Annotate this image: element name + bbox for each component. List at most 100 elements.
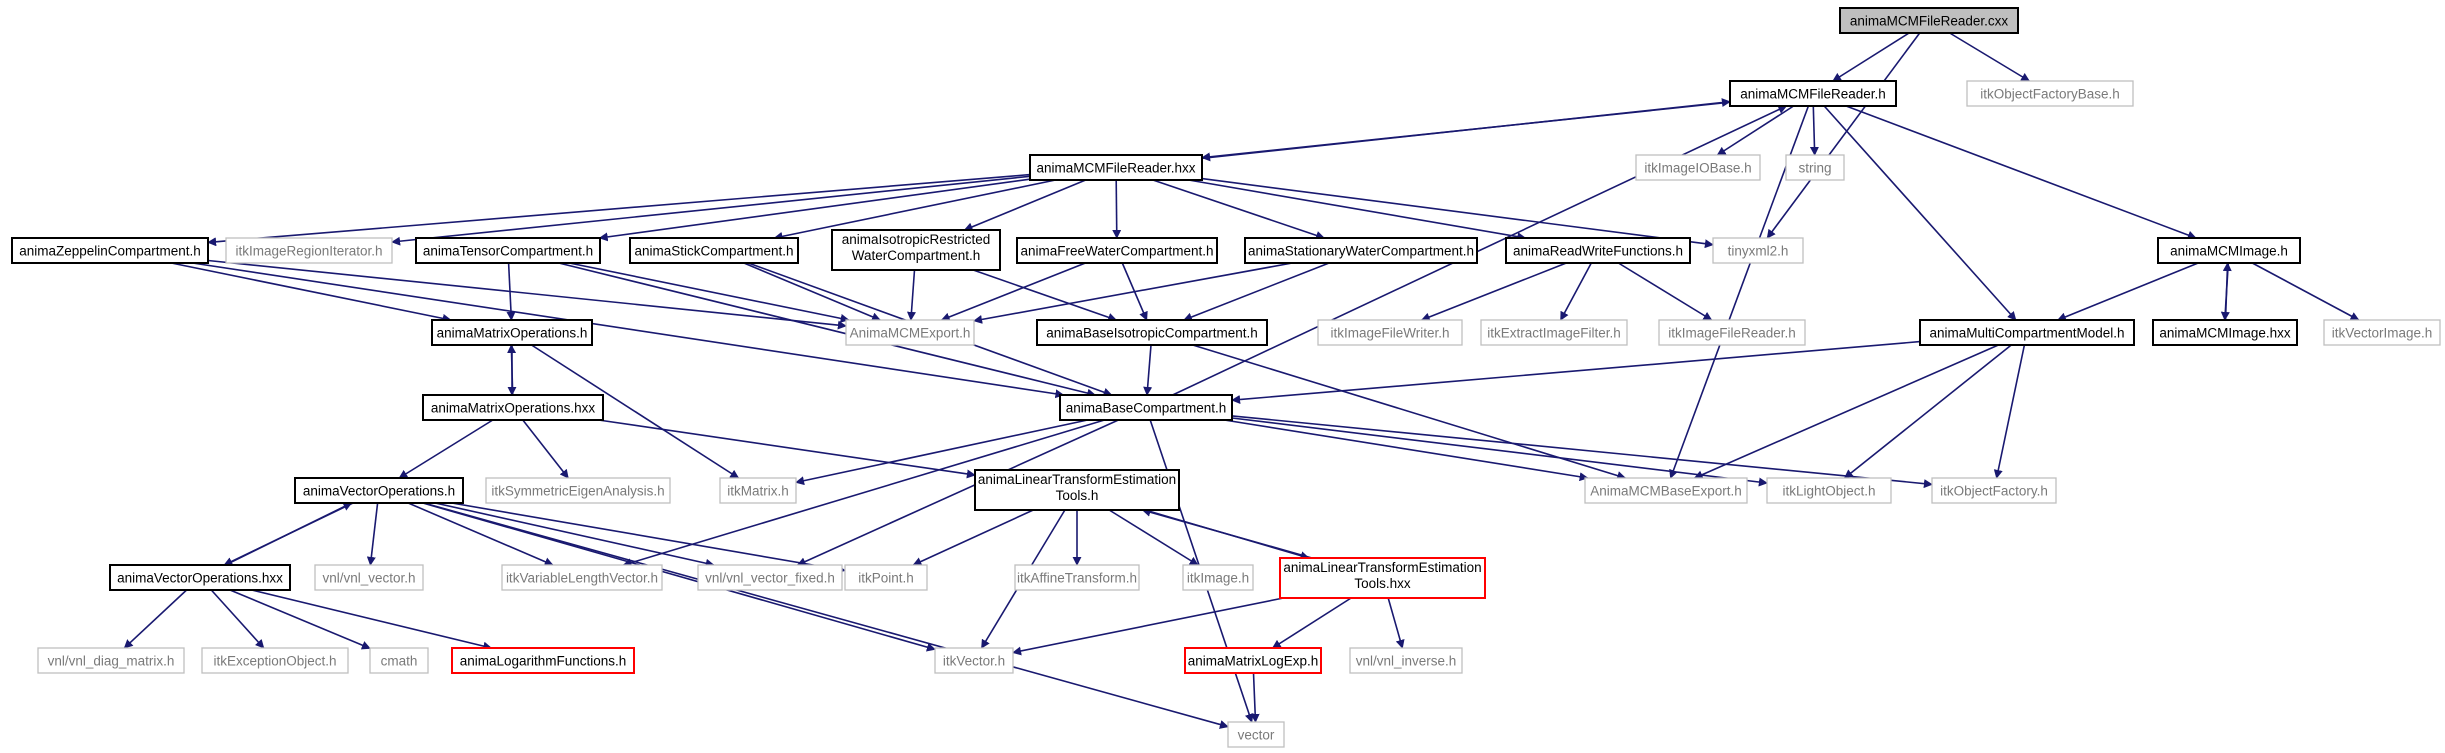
node-animamatrixoperations-hxx[interactable]: animaMatrixOperations.hxx [422,394,604,421]
edge-isoRestricted-to-mcmExport [906,269,916,321]
edge-vectorOps-to-itkVector [422,502,936,652]
edge-reader_hxx-to-stick [773,179,1056,241]
node-itkextractimagefilter-h: itkExtractImageFilter.h [1480,319,1628,346]
node-box [1839,7,2019,34]
edge-multiComp-to-itkLightObject [1843,344,2012,479]
node-box [109,564,291,591]
node-animaisotropicrestricted-watercompartment-h[interactable]: animaIsotropicRestrictedWaterCompartment… [831,229,1001,271]
node-box [629,237,799,264]
edge-reader_hxx-to-tensor [598,178,1031,242]
node-vnl-vnl-inverse-h: vnl/vnl_inverse.h [1349,647,1463,674]
edge-linTransform_hxx-to-matrixLogExp [1271,597,1352,649]
node-itkvector-h: itkVector.h [934,647,1014,674]
node-box [1184,647,1322,674]
node-label: vector [1238,728,1275,743]
edge-tensor-to-mcmExport [569,262,850,323]
node-animastationarywatercompartment-h[interactable]: animaStationaryWaterCompartment.h [1244,237,1478,264]
node-box [1729,80,1897,107]
node-itkimage-h: itkImage.h [1182,564,1254,591]
edge-vectorOps-to-vnlVector [366,502,379,566]
node-label: animaLinearTransformEstimation [1283,560,1481,575]
node-box [1919,319,2135,346]
edge-vectorOps_hxx-to-vnlDiag [123,589,188,649]
node-label: animaMatrixOperations.hxx [431,401,596,416]
node-label: animaMatrixOperations.h [437,326,588,341]
node-box [1317,319,1463,346]
node-animamcmimage-hxx[interactable]: animaMCMImage.hxx [2152,319,2298,346]
node-label: animaMCMFileReader.hxx [1036,161,1195,176]
node-box [369,647,429,674]
node-box [314,564,424,591]
node-animamcmfilereader-cxx[interactable]: animaMCMFileReader.cxx [1839,7,2019,34]
node-label: animaZeppelinCompartment.h [19,244,201,259]
node-label: itkImage.h [1187,571,1249,586]
edge-vectorOps_hxx-to-vectorOps [225,502,353,566]
edge-vectorOps-to-itkPoint [451,502,846,574]
node-box [1931,477,2057,504]
node-box [1584,477,1748,504]
node-box [845,319,975,346]
node-itkaffinetransform-h: itkAffineTransform.h [1014,564,1140,591]
node-box [974,469,1180,511]
node-animastickcompartment-h[interactable]: animaStickCompartment.h [629,237,799,264]
edge-mcmImage-to-itkVectorImage [2251,262,2360,321]
node-itkexceptionobject-h: itkExceptionObject.h [201,647,349,674]
edge-root-to-reader_h [1832,32,1910,82]
node-animamulticompartmentmodel-h[interactable]: animaMultiCompartmentModel.h [1919,319,2135,346]
node-box [485,477,671,504]
edge-zeppelin-to-matrixOps [171,262,452,323]
node-box [201,647,349,674]
node-label: itkObjectFactoryBase.h [1980,87,2120,102]
node-label: vnl/vnl_vector.h [322,571,415,586]
edge-baseComp-to-itkObjectFactory [1231,415,1933,489]
edge-reader_hxx-to-reader_h [1201,98,1731,160]
node-animazeppelincompartment-h[interactable]: animaZeppelinCompartment.h [11,237,209,264]
node-box [2157,237,2301,264]
node-label: itkExtractImageFilter.h [1487,326,1621,341]
node-itkmatrix-h: itkMatrix.h [719,477,797,504]
edge-reader_h-to-multiComp [1823,105,2017,321]
edge-reader_hxx-to-freeWater [1112,179,1122,239]
node-label: animaMCMImage.hxx [2159,326,2291,341]
edge-linTransform_hxx-to-vnlInverse [1387,597,1405,649]
node-itkimageiobase-h: itkImageIOBase.h [1635,154,1761,181]
edge-linTransform_h-to-itkPoint [912,509,1034,566]
node-label: AnimaMCMExport.h [850,326,971,341]
node-label: animaBaseCompartment.h [1066,401,1227,416]
node-animareadwritefunctions-h[interactable]: animaReadWriteFunctions.h [1505,237,1691,264]
node-tinyxml2-h: tinyxml2.h [1712,237,1804,264]
edge-baseComp-to-vnlVectorFixed [796,419,1119,566]
node-itkimageregioniterator-h: itkImageRegionIterator.h [225,237,393,264]
node-box [697,564,843,591]
node-animamcmfilereader-h[interactable]: animaMCMFileReader.h [1729,80,1897,107]
edge-baseIso-to-baseComp [1143,344,1153,396]
node-animafreewatercompartment-h[interactable]: animaFreeWaterCompartment.h [1016,237,1218,264]
node-animamatrixoperations-h[interactable]: animaMatrixOperations.h [431,319,593,346]
node-itkobjectfactorybase-h: itkObjectFactoryBase.h [1966,80,2134,107]
node-animatensorcompartment-h[interactable]: animaTensorCompartment.h [415,237,601,264]
node-animabasecompartment-h[interactable]: animaBaseCompartment.h [1059,394,1233,421]
node-box [422,394,604,421]
node-box [1029,154,1203,181]
node-animamatrixlogexp-h[interactable]: animaMatrixLogExp.h [1184,647,1322,674]
node-label: animaVectorOperations.h [303,484,455,499]
node-animavectoroperations-h[interactable]: animaVectorOperations.h [294,477,464,504]
node-itkimagefilewriter-h: itkImageFileWriter.h [1317,319,1463,346]
edge-matrixOps_hxx-to-vectorOps [398,419,494,479]
node-label: itkVectorImage.h [2332,326,2433,341]
node-animamcmimage-h[interactable]: animaMCMImage.h [2157,237,2301,264]
edge-tensor-to-baseComp [558,262,1097,398]
node-animamcmbaseexport-h: AnimaMCMBaseExport.h [1584,477,1748,504]
node-animamcmfilereader-hxx[interactable]: animaMCMFileReader.hxx [1029,154,1203,181]
edge-root-to-tinyxml2 [1766,32,1921,239]
node-animavectoroperations-hxx[interactable]: animaVectorOperations.hxx [109,564,291,591]
node-label: itkObjectFactory.h [1940,484,2048,499]
node-animabaseisotropiccompartment-h[interactable]: animaBaseIsotropicCompartment.h [1036,319,1268,346]
node-animalogarithmfunctions-h[interactable]: animaLogarithmFunctions.h [451,647,635,674]
node-vnl-vnl-vector-fixed-h: vnl/vnl_vector_fixed.h [697,564,843,591]
edge-isoRestricted-to-baseIso [972,269,1118,322]
file-nodes: animaMCMFileReader.cxx animaMCMFileReader… [11,7,2441,748]
